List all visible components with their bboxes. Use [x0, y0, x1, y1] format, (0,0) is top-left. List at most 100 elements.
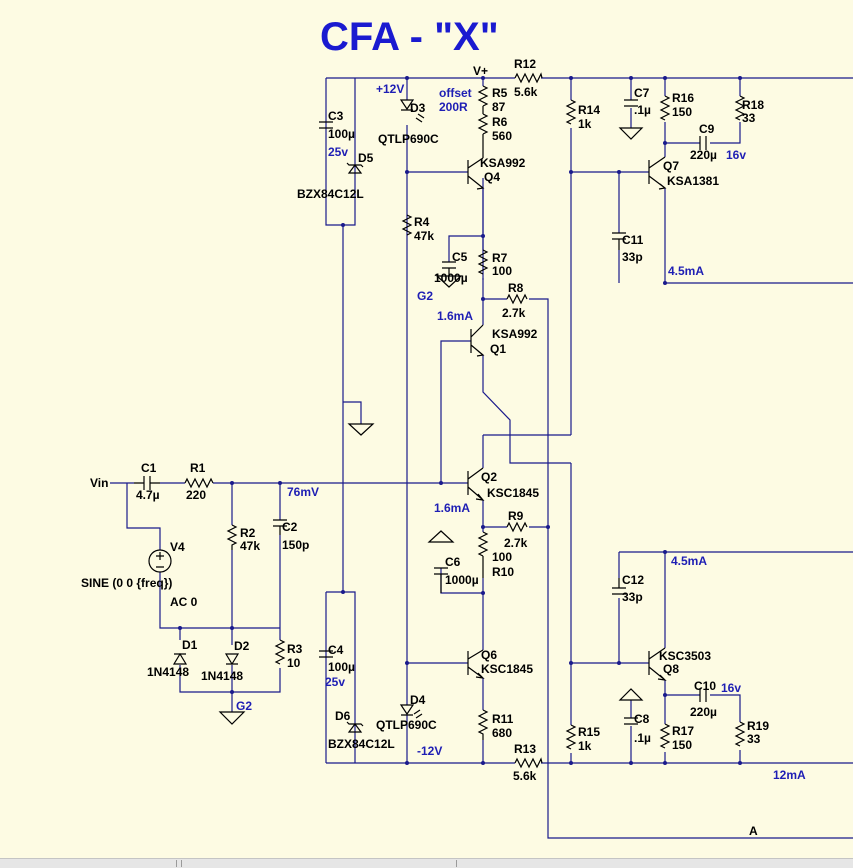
- r13-symbol: [514, 757, 543, 769]
- part-labels: R12 5.6k R13 5.6k C1 4.7µ R1 220 V4 SINE…: [81, 57, 769, 783]
- c2-value: 150p: [282, 538, 309, 552]
- d6-value: BZX84C12L: [328, 737, 395, 751]
- c2-ref: C2: [282, 520, 298, 534]
- r18-ref: R18: [742, 98, 764, 112]
- d4-value: QTLP690C: [376, 718, 437, 732]
- c8-value: .1µ: [634, 731, 651, 745]
- source-and-grounds: [148, 127, 644, 725]
- c1-symbol: [134, 476, 160, 490]
- r14-ref: R14: [578, 103, 600, 117]
- d3-ref: D3: [410, 101, 426, 115]
- c7-symbol: [624, 99, 638, 107]
- r16-symbol: [659, 95, 671, 121]
- r14-symbol: [565, 99, 577, 125]
- c11-symbol: [612, 232, 626, 250]
- c11-value: 33p: [622, 250, 643, 264]
- r12-symbol: [514, 72, 543, 84]
- r8-symbol: [506, 293, 528, 305]
- c10-symbol: [699, 688, 707, 702]
- r13-ref: R13: [514, 742, 536, 756]
- d6-ref: D6: [335, 709, 351, 723]
- r19-ref: R19: [747, 719, 769, 733]
- current-label: 1.6mA: [437, 309, 473, 323]
- r16-ref: R16: [672, 91, 694, 105]
- c6-value: 1000µ: [445, 573, 479, 587]
- r6-symbol: [477, 113, 489, 135]
- c7-ref: C7: [634, 86, 650, 100]
- ground-symbol: [218, 711, 246, 725]
- r3-ref: R3: [287, 642, 303, 656]
- q7-ref: Q7: [663, 159, 679, 173]
- vin-label: Vin: [90, 476, 108, 490]
- v4-symbol: [148, 549, 172, 573]
- r9-value: 2.7k: [504, 536, 528, 550]
- c9-symbol: [699, 136, 707, 150]
- c10-ref: C10: [694, 679, 716, 693]
- ground-symbol: [618, 127, 644, 140]
- g2-label: G2: [236, 699, 252, 713]
- r9-ref: R9: [508, 509, 524, 523]
- r18-symbol: [734, 95, 746, 121]
- c4-value: 100µ: [328, 660, 355, 674]
- v4-value: SINE (0 0 {freq}): [81, 576, 172, 590]
- r12-ref: R12: [514, 57, 536, 71]
- horizontal-scrollbar[interactable]: [0, 858, 853, 868]
- junction-dots: [178, 76, 742, 765]
- r11-ref: R11: [492, 712, 514, 726]
- scrollbar-divider: [456, 860, 457, 867]
- r10-ref: R10: [492, 565, 514, 579]
- d5-symbol: [346, 162, 364, 174]
- r11-symbol: [477, 709, 489, 740]
- ground-symbol: [427, 530, 455, 543]
- r14-value: 1k: [578, 117, 592, 131]
- q2-ref: Q2: [481, 470, 497, 484]
- voltage-rating-label: 16v: [721, 681, 741, 695]
- c9-value: 220µ: [690, 148, 717, 162]
- p12-label: +12V: [376, 82, 404, 96]
- scrollbar-grip: [176, 860, 177, 867]
- r8-value: 2.7k: [502, 306, 526, 320]
- q1-value: KSA992: [492, 327, 538, 341]
- c3-value: 100µ: [328, 127, 355, 141]
- r16-value: 150: [672, 105, 692, 119]
- r17-symbol: [659, 723, 671, 749]
- d3-value: QTLP690C: [378, 132, 439, 146]
- c1-value: 4.7µ: [136, 488, 160, 502]
- r1-value: 220: [186, 488, 206, 502]
- r5-value: 87: [492, 100, 506, 114]
- r3-symbol: [274, 639, 286, 665]
- d5-value: BZX84C12L: [297, 187, 364, 201]
- current-label: 12mA: [773, 768, 806, 782]
- ground-symbol: [347, 423, 375, 436]
- r17-value: 150: [672, 738, 692, 752]
- r15-ref: R15: [578, 725, 600, 739]
- r18-value: 33: [742, 111, 756, 125]
- q4-symbol: [467, 157, 485, 190]
- r6-value: 560: [492, 129, 512, 143]
- d1-value: 1N4148: [147, 665, 189, 679]
- r19-symbol: [734, 721, 746, 747]
- transistor-symbols: [467, 156, 667, 681]
- net-labels: V+ +12V -12V offset 200R Vin G2 G2 76mV …: [90, 64, 806, 838]
- voltage-rating-label: 16v: [726, 148, 746, 162]
- c9-ref: C9: [699, 122, 715, 136]
- q2-value: KSC1845: [487, 486, 539, 500]
- c3-ref: C3: [328, 109, 344, 123]
- r1-ref: R1: [190, 461, 206, 475]
- v4-ref: V4: [170, 540, 185, 554]
- r7-symbol: [477, 249, 489, 275]
- voltage-rating-label: 25v: [325, 675, 345, 689]
- q2-symbol: [467, 467, 485, 501]
- node-a-label: A: [749, 824, 758, 838]
- c12-ref: C12: [622, 573, 644, 587]
- diode-symbols: [172, 99, 425, 733]
- r10-symbol: [477, 531, 489, 578]
- r11-value: 680: [492, 726, 512, 740]
- r1-symbol: [184, 477, 214, 489]
- r5-ref: R5: [492, 86, 508, 100]
- r8-ref: R8: [508, 281, 524, 295]
- q8-ref: Q8: [663, 662, 679, 676]
- r7-value: 100: [492, 264, 512, 278]
- wires: [110, 77, 853, 839]
